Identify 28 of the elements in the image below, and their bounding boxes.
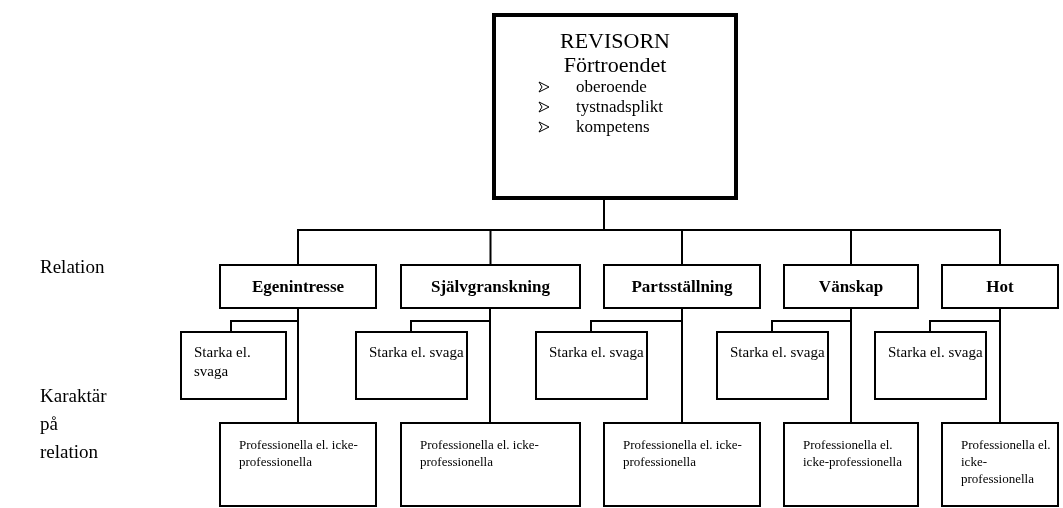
character-box: Professionella el. icke-professionella xyxy=(783,422,919,507)
character-box: Professionella el. icke-professionella xyxy=(400,422,581,507)
connector-line xyxy=(850,308,852,423)
character-box: Professionella el. icke-professionella xyxy=(603,422,761,507)
connector-line xyxy=(681,308,683,423)
category-box: Partsställning xyxy=(603,264,761,309)
bullet-text: oberoende xyxy=(576,77,647,97)
category-box: Vänskap xyxy=(783,264,919,309)
strength-box: Starka el. svaga xyxy=(180,331,287,400)
connector-line xyxy=(999,308,1001,423)
row-label: Karaktär på relation xyxy=(40,384,108,464)
category-box: Självgranskning xyxy=(400,264,581,309)
root-box xyxy=(492,13,738,200)
character-box: Professionella el. icke-professionella xyxy=(219,422,377,507)
heading-text: REVISORN xyxy=(560,29,670,53)
connector-line xyxy=(297,308,299,423)
strength-box: Starka el. svaga xyxy=(535,331,648,400)
character-box: Professionella el. icke-professionella xyxy=(941,422,1059,507)
bullet-text: tystnadsplikt xyxy=(576,97,663,117)
connector-line xyxy=(489,308,491,423)
bullet-text: kompetens xyxy=(576,117,650,137)
row-label: Relation xyxy=(40,255,106,279)
category-box: Egenintresse xyxy=(219,264,377,309)
strength-box: Starka el. svaga xyxy=(355,331,468,400)
category-box: Hot xyxy=(941,264,1059,309)
heading-text: Förtroendet xyxy=(563,53,667,77)
strength-box: Starka el. svaga xyxy=(716,331,829,400)
strength-box: Starka el. svaga xyxy=(874,331,987,400)
